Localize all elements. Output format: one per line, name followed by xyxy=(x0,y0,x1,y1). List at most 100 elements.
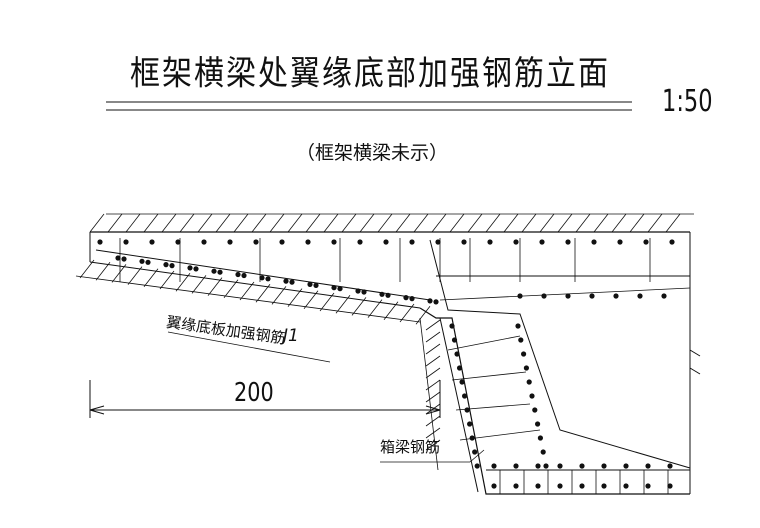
box-inner-void xyxy=(429,239,691,469)
top-rebar-dot xyxy=(331,239,337,245)
top-rebar-dot xyxy=(435,239,441,245)
wing-label-leader xyxy=(167,331,331,363)
wing-rebar-dot xyxy=(169,263,175,269)
top-hatch-tick xyxy=(233,213,249,233)
wing-hatch-tick xyxy=(207,277,223,296)
top-rebar-dot xyxy=(253,239,259,245)
top-hatch-tick xyxy=(179,213,195,233)
web-rebar-dot-inner xyxy=(526,379,532,385)
top-hatch-tick xyxy=(305,213,321,233)
top-hatch-tick xyxy=(197,213,213,233)
wing-hatch-tick xyxy=(351,297,367,316)
top-hatch-tick xyxy=(575,213,591,233)
break-mark-2 xyxy=(689,367,701,375)
wing-rebar-dot xyxy=(355,288,361,294)
wing-rebar-dot xyxy=(145,259,151,265)
wing-hatch-tick xyxy=(111,264,127,283)
web-rebar-dot-inner xyxy=(543,463,549,469)
web-rebar-dot-inner xyxy=(515,323,521,329)
web-rebar-dot-inner xyxy=(537,435,544,441)
bottom-rebar-dot-bottom xyxy=(535,483,541,489)
top-hatch-tick xyxy=(413,213,429,233)
bottom-rebar-dot-top xyxy=(491,463,497,469)
top-rebar-dot xyxy=(539,239,545,245)
bottom-rebar-dot-bottom xyxy=(667,483,673,489)
top-rebar-dot xyxy=(383,239,389,245)
top-rebar-dot xyxy=(617,239,623,245)
web-rebar-dot xyxy=(464,407,470,413)
drawing-title: 框架横梁处翼缘底部加强钢筋立面 xyxy=(130,54,610,94)
wing-hatch-tick xyxy=(319,292,335,312)
web-hatch-tick xyxy=(425,427,441,439)
wing-hatch-tick xyxy=(367,299,383,318)
top-rebar-dot xyxy=(669,239,675,245)
web-hatch-tick xyxy=(425,415,441,427)
top-hatch-tick xyxy=(539,213,555,233)
box-top-rebar-dot xyxy=(565,293,571,299)
bottom-rebar-dot-top xyxy=(623,463,629,469)
wing-rebar-dot xyxy=(211,268,217,274)
top-rebar-dot xyxy=(97,239,103,245)
wing-rebar-dot xyxy=(337,286,343,292)
wing-rebar-dot xyxy=(313,282,319,288)
web-hatch-tick xyxy=(425,403,441,415)
top-hatch-tick xyxy=(107,213,123,233)
web-hatch-tick xyxy=(425,343,441,355)
web-rebar-dot xyxy=(451,337,458,343)
wing-rebar-dot xyxy=(385,292,391,298)
web-hatch-guide xyxy=(419,317,439,471)
wing-hatch-tick xyxy=(175,272,191,292)
wing-hatch-tick xyxy=(127,266,143,285)
wing-rebar-dot xyxy=(379,291,385,297)
bottom-rebar-dot-top xyxy=(645,463,651,469)
top-hatch-tick xyxy=(125,213,141,233)
wing-rebar-dot xyxy=(433,299,439,305)
wing-hatch-tick xyxy=(239,281,255,301)
top-hatch-tick xyxy=(647,213,663,233)
top-rebar-dot xyxy=(461,239,467,245)
top-rebar-dot xyxy=(305,239,311,245)
top-hatch-tick xyxy=(251,213,267,233)
wing-rebar-dot xyxy=(139,258,145,264)
web-tie-line xyxy=(447,335,521,351)
web-hatch-tick xyxy=(425,355,441,367)
box-top-rebar-dot xyxy=(613,293,619,299)
top-hatch-tick xyxy=(269,213,285,233)
top-hatch-tick xyxy=(323,213,339,233)
wing-rebar-id: J1 xyxy=(283,326,299,346)
box-top-rebar-dot xyxy=(541,293,547,299)
top-rebar-dot xyxy=(591,239,597,245)
top-hatch-tick xyxy=(431,213,447,233)
web-tie-line xyxy=(451,371,527,381)
web-hatch-tick xyxy=(425,331,441,343)
box-label-leader-d xyxy=(469,449,485,463)
wing-hatch-tick xyxy=(79,259,95,279)
web-rebar-dot-inner xyxy=(521,351,527,357)
wing-hatch-guide xyxy=(75,275,421,323)
web-rebar-dot xyxy=(462,393,468,399)
wing-hatch-tick xyxy=(415,305,431,325)
top-rebar-dot xyxy=(409,239,415,245)
bottom-rebar-dot-top xyxy=(601,463,607,469)
box-rebar-label: 箱梁钢筋 xyxy=(380,438,441,456)
top-hatch-tick xyxy=(485,213,501,233)
top-rebar-dot xyxy=(123,239,129,245)
wing-hatch-tick xyxy=(95,261,111,281)
wing-hatch-tick xyxy=(255,283,271,303)
top-rebar-dot xyxy=(279,239,285,245)
wing-hatch-tick xyxy=(287,288,303,307)
box-top-rebar-dot xyxy=(589,293,595,299)
wing-hatch-tick xyxy=(159,270,175,290)
wing-rebar-dot xyxy=(259,275,265,281)
web-rebar-dot-inner xyxy=(523,365,530,371)
dim-arrow-left-b xyxy=(89,409,105,415)
wing-rebar-dot xyxy=(361,289,367,295)
wing-hatch-tick xyxy=(143,268,159,288)
wing-rebar-dot xyxy=(289,279,295,285)
wing-hatch-tick xyxy=(303,290,319,310)
top-hatch-tick xyxy=(359,213,375,233)
top-hatch-tick xyxy=(467,213,483,233)
bottom-rebar-dot-bottom xyxy=(623,483,629,489)
web-rebar-dot xyxy=(472,449,478,455)
web-rebar-dot xyxy=(469,435,475,441)
